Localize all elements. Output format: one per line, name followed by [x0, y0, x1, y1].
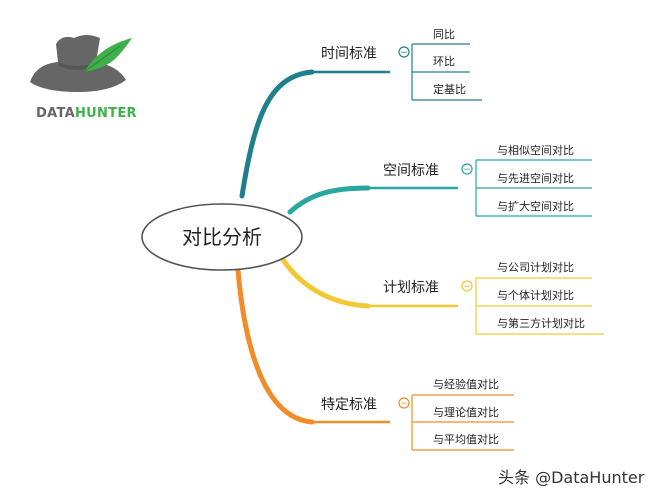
svg-text:DATAHUNTER: DATAHUNTER [36, 106, 137, 121]
center-label: 对比分析 [182, 225, 262, 249]
branch-curve-space [287, 185, 371, 215]
logo-text-data: DATA [36, 106, 75, 121]
leaf-time-0[interactable]: 同比 [433, 28, 455, 41]
collapse-icon-time: − [400, 48, 408, 58]
collapse-button-space[interactable]: − [461, 163, 473, 175]
logo: DATAHUNTER [30, 35, 137, 121]
branch-label-space[interactable]: 空间标准 [383, 163, 439, 179]
branch-label-plan[interactable]: 计划标准 [383, 280, 439, 296]
leaf-specific-1[interactable]: 与理论值对比 [433, 405, 499, 419]
branch-label-specific[interactable]: 特定标准 [321, 397, 377, 413]
leaf-plan-0[interactable]: 与公司计划对比 [497, 260, 574, 274]
branch-curve-specific [235, 267, 315, 425]
collapse-button-specific[interactable]: − [398, 397, 410, 409]
leaf-time-2[interactable]: 定基比 [433, 82, 466, 96]
logo-text-hunter: HUNTER [75, 106, 137, 121]
collapse-icon-space: − [463, 165, 471, 175]
branch-curve-time [239, 69, 315, 199]
collapse-icon-plan: − [463, 282, 471, 292]
leaf-plan-1[interactable]: 与个体计划对比 [497, 288, 574, 302]
center-node[interactable]: 对比分析 [141, 203, 303, 271]
leaf-plan-2[interactable]: 与第三方计划对比 [497, 316, 585, 330]
hat-icon [30, 35, 126, 92]
leaf-specific-2[interactable]: 与平均值对比 [433, 432, 499, 446]
feather-icon [83, 38, 132, 73]
watermark: 头条 @DataHunter [498, 468, 645, 487]
leaf-space-2[interactable]: 与扩大空间对比 [497, 199, 574, 213]
branch-label-time[interactable]: 时间标准 [321, 46, 377, 62]
collapse-button-plan[interactable]: − [461, 280, 473, 292]
collapse-icon-specific: − [400, 399, 408, 409]
collapse-button-time[interactable]: − [398, 46, 410, 58]
branch-curve-plan [279, 255, 371, 309]
leaf-space-1[interactable]: 与先进空间对比 [497, 171, 574, 185]
leaf-time-1[interactable]: 环比 [433, 55, 455, 68]
leaf-specific-0[interactable]: 与经验值对比 [433, 377, 499, 391]
leaf-space-0[interactable]: 与相似空间对比 [497, 143, 574, 157]
